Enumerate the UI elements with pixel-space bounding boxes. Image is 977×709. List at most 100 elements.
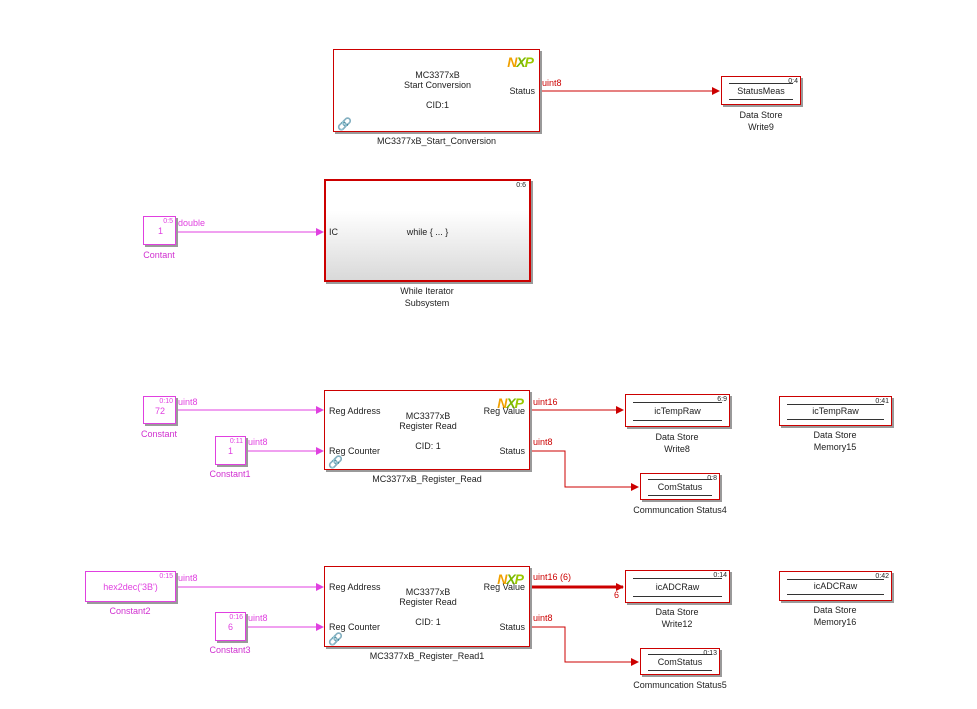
data-store-memory15-block[interactable]: 0:41 icTempRaw bbox=[779, 396, 892, 426]
data-store-bottom-line bbox=[787, 594, 884, 595]
data-store-top-line bbox=[729, 83, 793, 84]
signal-label-uint8: uint8 bbox=[178, 573, 198, 583]
signal-label-uint8: uint8 bbox=[248, 613, 268, 623]
data-store-top-line bbox=[648, 479, 712, 480]
data-store-write8-caption2: Write8 bbox=[664, 444, 690, 454]
block-tag: 0:4 bbox=[788, 78, 798, 85]
data-store-write12-block[interactable]: 0:14 icADCRaw bbox=[625, 570, 730, 603]
data-store-write8-caption1: Data Store bbox=[655, 432, 699, 442]
register-read1-caption: MC3377xB_Register_Read1 bbox=[369, 651, 485, 661]
nxp-logo-icon: NXP bbox=[507, 54, 534, 70]
constant2-block[interactable]: 0:15 hex2dec('3B') bbox=[85, 571, 176, 602]
data-store-memory16-caption2: Memory16 bbox=[813, 617, 857, 627]
constant-value: 1 bbox=[228, 446, 234, 456]
data-store-bottom-line bbox=[633, 420, 722, 421]
block-tag: 0:14 bbox=[713, 572, 727, 579]
start-conversion-caption: MC3377xB_Start_Conversion bbox=[376, 136, 497, 146]
while-label: while { ... } bbox=[406, 227, 449, 237]
block-title-line1: MC3377xB bbox=[415, 70, 460, 80]
signal-label-double: double bbox=[178, 218, 206, 228]
constant-value: 1 bbox=[158, 226, 164, 236]
constant-caption: Constant bbox=[140, 429, 178, 439]
constant-value: 6 bbox=[228, 622, 234, 632]
data-store-bottom-line bbox=[729, 99, 793, 100]
data-store-bottom-line bbox=[648, 495, 712, 496]
signal-status-to-comstatus5[interactable] bbox=[530, 626, 639, 666]
data-store-memory15-caption1: Data Store bbox=[813, 430, 857, 440]
port-reg-value-label: Reg Value bbox=[483, 406, 525, 416]
data-store-label: icADCRaw bbox=[655, 582, 700, 592]
data-store-label: StatusMeas bbox=[737, 86, 785, 96]
block-title-line2: Start Conversion bbox=[403, 80, 472, 90]
block-tag: 0:42 bbox=[875, 573, 889, 580]
data-store-label: icADCRaw bbox=[813, 581, 858, 591]
contant-block[interactable]: 0:5 1 bbox=[143, 216, 176, 245]
data-store-top-line bbox=[787, 404, 884, 405]
data-store-bottom-line bbox=[787, 419, 884, 420]
block-tag: 0:8 bbox=[707, 475, 717, 482]
data-store-label: ComStatus bbox=[657, 482, 703, 492]
library-link-icon: 🔗 bbox=[328, 455, 343, 469]
block-cid: CID: 1 bbox=[415, 617, 441, 627]
nxp-logo-icon: NXP bbox=[497, 571, 524, 587]
port-reg-counter-label: Reg Counter bbox=[329, 446, 381, 456]
data-store-write12-caption2: Write12 bbox=[661, 619, 693, 629]
port-reg-address-label: Reg Address bbox=[329, 406, 381, 416]
block-tag: 0:11 bbox=[229, 438, 243, 445]
block-title-line2: Register Read bbox=[399, 421, 457, 431]
while-iterator-subsystem-block[interactable]: 0:6 IC while { ... } bbox=[324, 179, 531, 282]
while-iterator-caption2: Subsystem bbox=[404, 298, 450, 308]
constant1-block[interactable]: 0:11 1 bbox=[215, 436, 246, 465]
block-cid: CID: 1 bbox=[415, 441, 441, 451]
signal-label-uint8: uint8 bbox=[178, 397, 198, 407]
constant3-caption: Constant3 bbox=[209, 645, 251, 655]
while-iterator-caption1: While Iterator bbox=[400, 286, 454, 296]
start-conversion-block[interactable]: NXP MC3377xB Start Conversion CID:1 Stat… bbox=[333, 49, 540, 132]
data-store-bottom-line bbox=[648, 670, 712, 671]
signal-label-uint8: uint8 bbox=[533, 613, 553, 623]
com-status4-block[interactable]: 0:8 ComStatus bbox=[640, 473, 720, 500]
data-store-write12-caption1: Data Store bbox=[655, 607, 699, 617]
block-tag: 0:13 bbox=[703, 650, 717, 657]
block-tag: 0:16 bbox=[229, 614, 243, 621]
data-store-write8-block[interactable]: 6:9 icTempRaw bbox=[625, 394, 730, 427]
constant-72-block[interactable]: 0:10 72 bbox=[143, 396, 176, 424]
signal-label-uint16-6: uint16 (6) bbox=[533, 572, 572, 582]
signal-label-uint16: uint16 bbox=[533, 397, 558, 407]
nxp-logo-icon: NXP bbox=[497, 395, 524, 411]
block-title-line1: MC3377xB bbox=[405, 587, 451, 597]
signal-label-uint8: uint8 bbox=[533, 437, 553, 447]
register-read-caption: MC3377xB_Register_Read bbox=[372, 474, 482, 484]
signal-status-to-comstatus4[interactable] bbox=[530, 450, 639, 491]
block-tag: 0:10 bbox=[159, 398, 173, 405]
com-status4-caption: Communcation Status4 bbox=[633, 505, 727, 515]
data-store-memory15-caption2: Memory15 bbox=[813, 442, 857, 452]
constant3-block[interactable]: 0:16 6 bbox=[215, 612, 246, 641]
contant-caption: Contant bbox=[143, 250, 175, 260]
port-ic-label: IC bbox=[329, 227, 338, 237]
constant-value: 72 bbox=[155, 406, 166, 416]
port-reg-address-label: Reg Address bbox=[329, 582, 381, 592]
port-reg-value-label: Reg Value bbox=[483, 582, 525, 592]
data-store-label: icTempRaw bbox=[654, 406, 701, 416]
data-store-memory16-block[interactable]: 0:42 icADCRaw bbox=[779, 571, 892, 601]
com-status5-caption: Communcation Status5 bbox=[633, 680, 727, 690]
port-status-label: Status bbox=[509, 86, 535, 96]
block-title-line2: Register Read bbox=[399, 597, 457, 607]
data-store-top-line bbox=[633, 578, 722, 579]
library-link-icon: 🔗 bbox=[328, 632, 343, 646]
data-store-memory16-caption1: Data Store bbox=[813, 605, 857, 615]
data-store-top-line bbox=[648, 654, 712, 655]
data-store-top-line bbox=[787, 579, 884, 580]
signal-label-uint8: uint8 bbox=[248, 437, 268, 447]
block-tag: 0:5 bbox=[163, 218, 173, 225]
signal-label-uint8: uint8 bbox=[542, 78, 562, 88]
register-read-block[interactable]: NXP Reg Address Reg Counter MC3377xB Reg… bbox=[324, 390, 530, 470]
com-status5-block[interactable]: 0:13 ComStatus bbox=[640, 648, 720, 675]
block-tag: 6:9 bbox=[717, 396, 727, 403]
data-store-write9-block[interactable]: 0:4 StatusMeas bbox=[721, 76, 801, 105]
register-read1-block[interactable]: NXP Reg Address Reg Counter MC3377xB Reg… bbox=[324, 566, 530, 647]
constant2-caption: Constant2 bbox=[109, 606, 151, 616]
port-status-label: Status bbox=[499, 622, 525, 632]
